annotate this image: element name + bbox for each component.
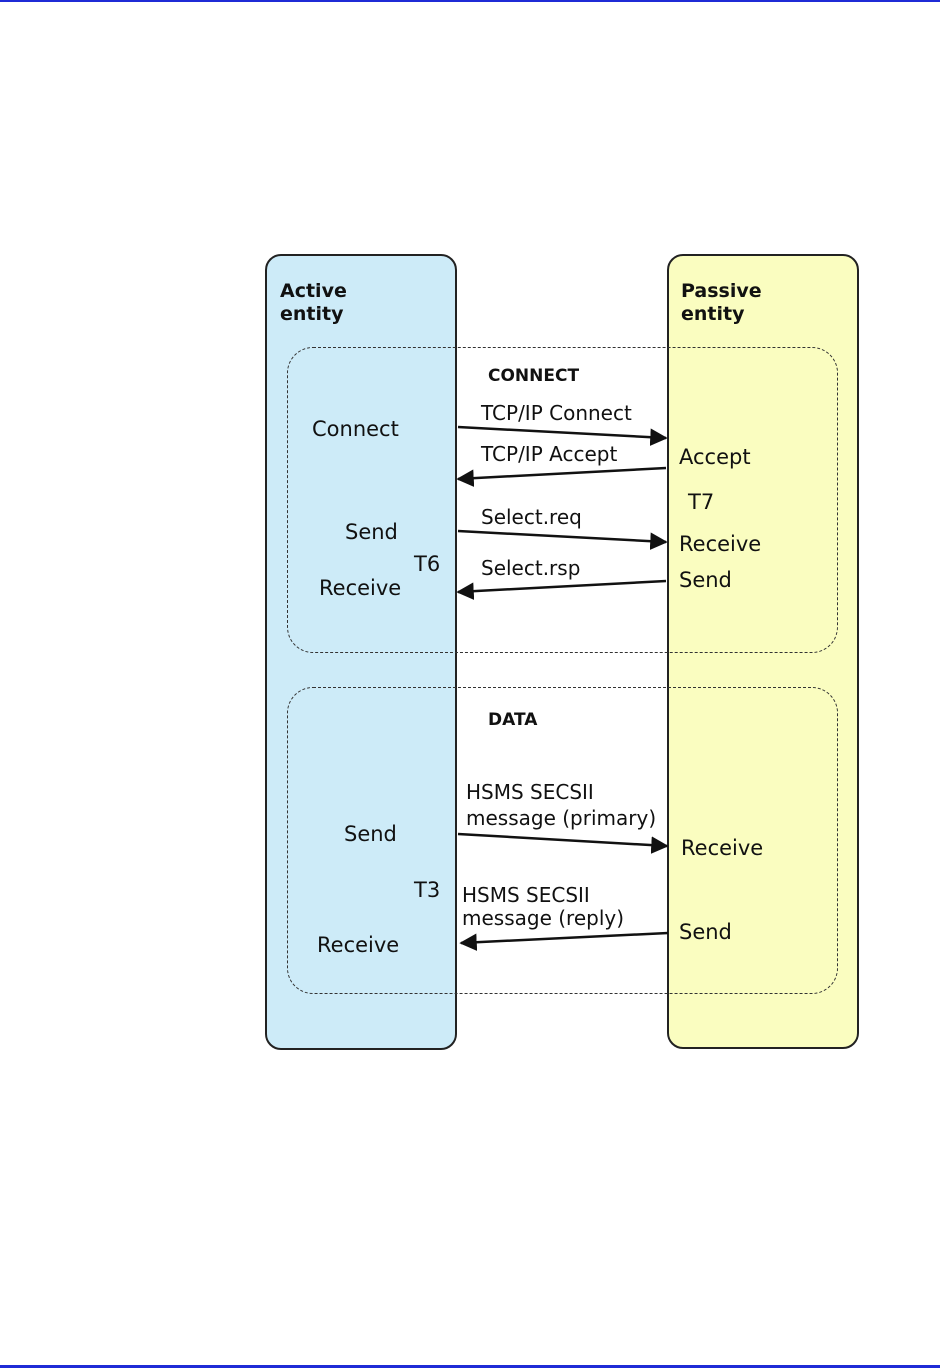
tcp-connect-arrow [458, 427, 666, 438]
reply-message-arrow [461, 933, 668, 943]
bottom-rule [0, 1365, 940, 1368]
primary-message-arrow [458, 834, 667, 846]
tcp-accept-arrow [458, 468, 666, 479]
select-rsp-arrow [458, 581, 666, 592]
select-req-arrow [458, 531, 666, 542]
